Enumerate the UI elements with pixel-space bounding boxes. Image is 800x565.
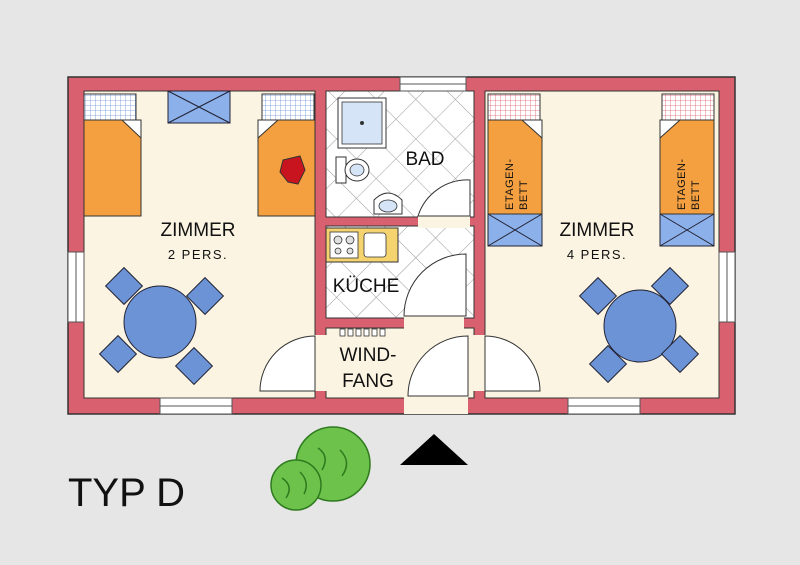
bunk-right-label-2: BETT (690, 180, 702, 210)
kitchen-counter (325, 227, 399, 263)
bunk-right-label-1: ETAGEN- (676, 158, 688, 210)
bunk-left-label-2: BETT (518, 180, 530, 210)
bed-left-1 (83, 93, 142, 217)
bath-label: BAD (405, 149, 444, 170)
kitchen-label: KÜCHE (333, 276, 400, 297)
left-room-door-opening (313, 335, 328, 391)
plan-title: TYP D (68, 471, 185, 515)
dining-table-left (98, 266, 225, 386)
left-room-capacity: 2 PERS. (168, 247, 228, 262)
sink (373, 192, 403, 215)
entry-label-line1: WIND- (340, 345, 397, 366)
kitchen-door-opening (404, 315, 464, 330)
coat-rack (339, 328, 386, 337)
teddy-bear-icon (279, 155, 306, 185)
right-room-door-opening (472, 335, 487, 391)
right-room-name: ZIMMER (560, 220, 635, 241)
bunk-bed-left (487, 93, 543, 215)
entrance-arrow-icon (400, 434, 468, 465)
crossed-storage-boxes (167, 90, 715, 247)
toilet (335, 156, 370, 184)
bed-left-2 (257, 93, 316, 217)
right-room-capacity: 4 PERS. (567, 247, 627, 262)
plant-icon (270, 426, 371, 511)
door-swings (259, 179, 541, 397)
bunk-left-label-1: ETAGEN- (504, 158, 516, 210)
shower (337, 97, 387, 149)
entrance-door-opening (404, 396, 468, 414)
bunk-bed-right (659, 93, 715, 215)
bath-door-opening (418, 214, 470, 228)
windows (67, 76, 736, 415)
entry-label-line2: FANG (342, 371, 394, 392)
dining-table-right (578, 266, 700, 384)
left-room-name: ZIMMER (161, 220, 236, 241)
